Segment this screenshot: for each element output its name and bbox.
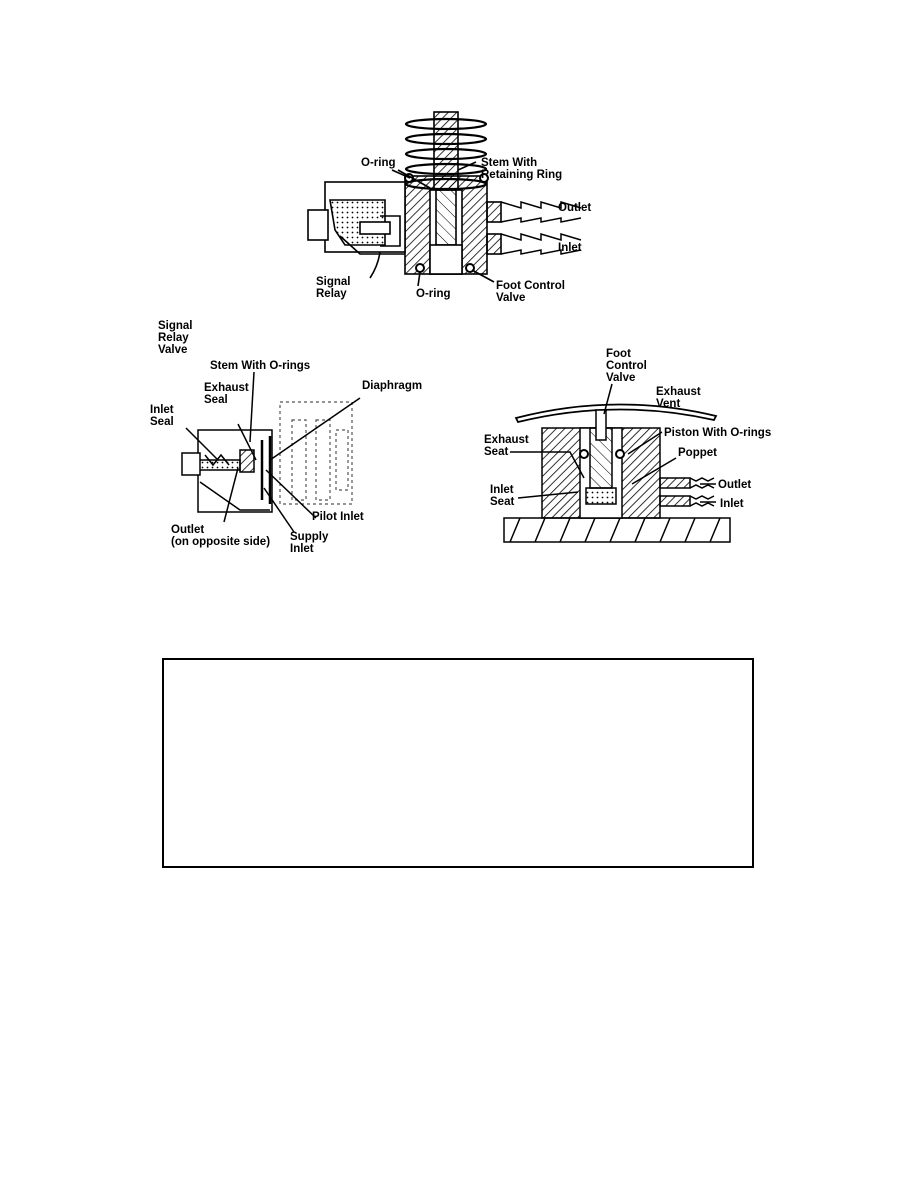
- foot-control-valve-drawing: [503, 383, 731, 543]
- label-outlet-opposite-side: Outlet (on opposite side): [171, 524, 271, 548]
- top-assembly-drawing: [307, 111, 582, 287]
- label-piston-with-o-rings: Piston With O-rings: [664, 427, 772, 439]
- label-signal-relay-valve-title: Signal Relay Valve: [158, 320, 193, 356]
- label-stem-with-retaining-ring: Stem With Retaining Ring: [481, 157, 563, 181]
- label-outlet-top: Outlet: [558, 202, 592, 214]
- caption-box: [162, 658, 754, 868]
- label-foot-control-valve-title: Foot Control Valve: [606, 348, 647, 384]
- label-pilot-inlet: Pilot Inlet: [312, 511, 364, 523]
- label-inlet-top: Inlet: [558, 242, 582, 254]
- signal-relay-valve-drawing: [181, 371, 361, 533]
- label-inlet-seat: Inlet Seat: [490, 484, 515, 508]
- label-diaphragm: Diaphragm: [362, 380, 423, 392]
- label-inlet-right: Inlet: [720, 498, 744, 510]
- label-o-ring-top: O-ring: [361, 157, 396, 169]
- label-o-ring-bottom: O-ring: [416, 288, 451, 300]
- label-exhaust-seal: Exhaust Seal: [204, 382, 249, 406]
- label-exhaust-seat: Exhaust Seat: [484, 434, 529, 458]
- label-supply-inlet: Supply Inlet: [290, 531, 329, 555]
- label-outlet-right: Outlet: [718, 479, 752, 491]
- label-foot-control-valve-top: Foot Control Valve: [496, 280, 565, 304]
- label-signal-relay: Signal Relay: [316, 276, 351, 300]
- label-poppet: Poppet: [678, 447, 717, 459]
- label-stem-with-o-rings: Stem With O-rings: [210, 360, 311, 372]
- label-exhaust-vent: Exhaust Vent: [656, 386, 701, 410]
- label-inlet-seal: Inlet Seal: [150, 404, 174, 428]
